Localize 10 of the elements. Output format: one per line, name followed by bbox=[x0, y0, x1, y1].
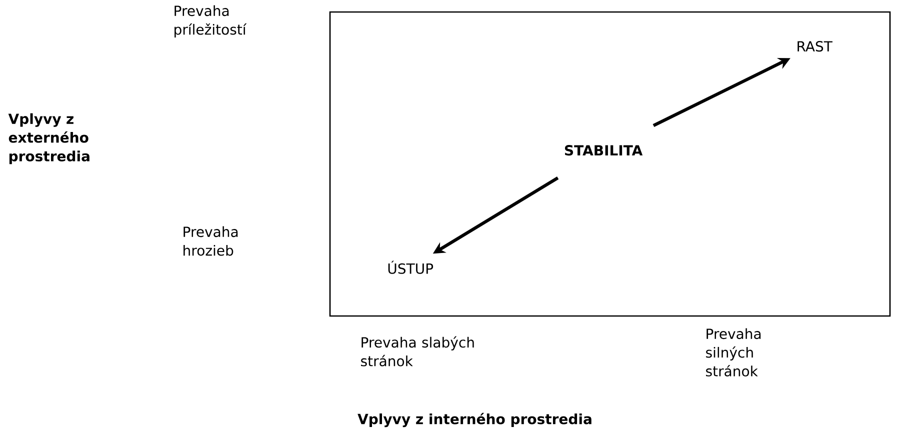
quadrant-frame bbox=[329, 11, 891, 317]
axis-label: Vplyvy z interného prostredia bbox=[358, 412, 592, 428]
axis-label: Prevaha silných stránok bbox=[706, 328, 761, 376]
quadrant-label: ÚSTUP bbox=[388, 260, 434, 274]
quadrant-label: RAST bbox=[798, 41, 832, 52]
quadrant-label: STABILITA bbox=[565, 145, 643, 156]
axis-label: Prevaha príležitostí bbox=[174, 5, 247, 38]
axis-label: Prevaha hrozieb bbox=[184, 226, 238, 256]
axis-label: Prevaha slabých stránok bbox=[361, 336, 474, 366]
axis-label: Vplyvy z externého prostredia bbox=[8, 113, 90, 164]
